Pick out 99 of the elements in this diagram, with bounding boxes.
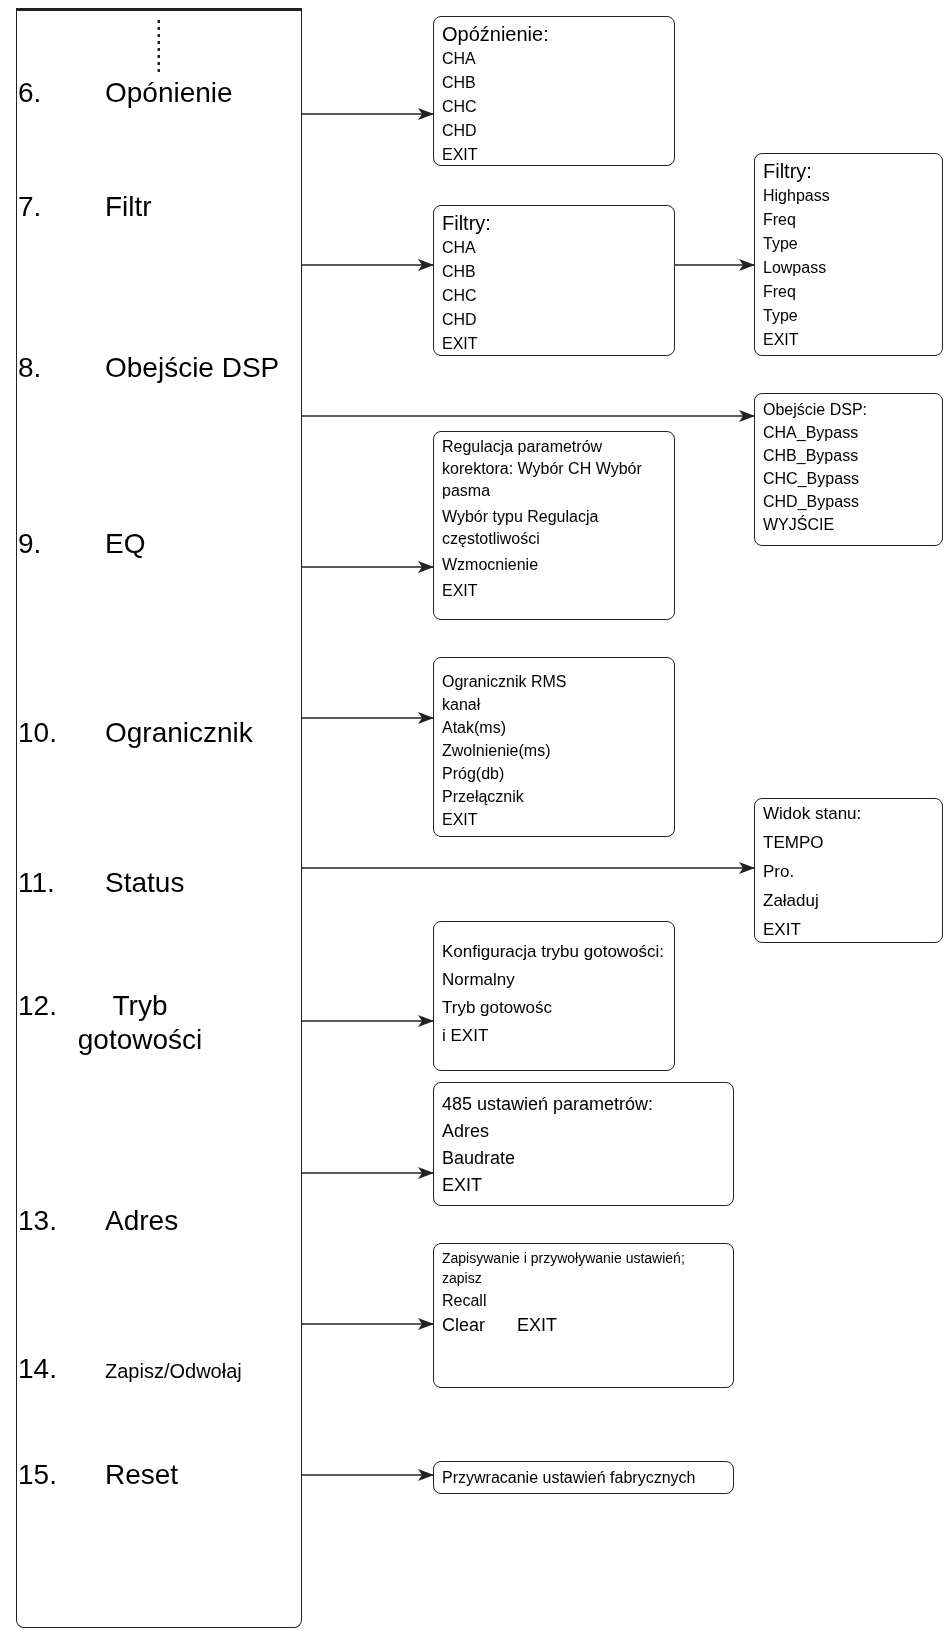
menu-title: 485 ustawień parametrów:	[442, 1093, 655, 1116]
item-number: 13.	[18, 1204, 57, 1238]
menu-title: Widok stanu:	[763, 803, 863, 825]
menu-option: kanał	[442, 693, 666, 716]
menu-option: Atak(ms)	[442, 716, 666, 739]
menu-option: CHB	[442, 260, 666, 284]
menu-panel	[16, 8, 302, 1628]
menu-option: CHA	[442, 236, 666, 260]
menu-title: Obejście DSP:	[763, 400, 869, 420]
menu-box	[433, 431, 675, 620]
arrow	[301, 108, 434, 120]
menu-option: EXIT	[763, 328, 934, 352]
menu-option: Zwolnienie(ms)	[442, 739, 666, 762]
arrow	[301, 1318, 434, 1330]
menu-item-label: Obejście DSP	[105, 351, 280, 385]
menu-option: Clear	[442, 1313, 485, 1338]
item-number: 11.	[18, 866, 55, 900]
menu-option: EXIT	[763, 915, 934, 944]
item-number: 15.	[18, 1458, 57, 1492]
arrow	[301, 1167, 434, 1179]
arrow	[301, 712, 434, 724]
arrow	[301, 1015, 434, 1027]
menu-option: Adres	[442, 1118, 725, 1145]
menu-option: Recall	[442, 1288, 725, 1313]
menu-option: Załaduj	[763, 886, 934, 915]
menu-title: Opóźnienie:	[442, 22, 550, 47]
menu-option: Przywracanie ustawień fabrycznych	[442, 1467, 725, 1488]
arrow	[301, 1469, 434, 1481]
menu-box	[433, 1461, 734, 1494]
menu-item-label: Tryb gotowości	[76, 989, 204, 1057]
menu-title: Filtry:	[763, 159, 813, 184]
menu-option: Baudrate	[442, 1145, 725, 1172]
menu-option: EXIT	[442, 580, 666, 602]
menu-box	[433, 921, 675, 1071]
menu-box	[754, 798, 943, 943]
menu-option: CHC	[442, 284, 666, 308]
arrow	[301, 410, 755, 422]
menu-option: CHC_Bypass	[763, 467, 934, 490]
item-number: 14.	[18, 1352, 57, 1386]
menu-box	[433, 1082, 734, 1206]
menu-item-label: Ogranicznik	[105, 716, 253, 750]
menu-item-label: Reset	[105, 1458, 179, 1492]
menu-option: EXIT	[442, 1172, 725, 1199]
arrow	[301, 862, 755, 874]
menu-option: WYJŚCIE	[763, 513, 934, 536]
menu-option: CHA_Bypass	[763, 421, 934, 444]
menu-option: EXIT	[442, 332, 666, 356]
menu-option: CHD_Bypass	[763, 490, 934, 513]
menu-title: Zapisywanie i przywoływanie ustawień;	[442, 1249, 686, 1268]
menu-option: i EXIT	[442, 1022, 666, 1050]
arrow	[301, 561, 434, 573]
menu-option: EXIT	[442, 808, 666, 831]
menu-title: Filtry:	[442, 211, 492, 236]
item-number: 12.	[18, 989, 57, 1023]
menu-title: Ogranicznik RMS	[442, 672, 568, 692]
menu-option: CHB_Bypass	[763, 444, 934, 467]
menu-option: CHD	[442, 119, 666, 143]
menu-box	[433, 657, 675, 837]
menu-option: Freq	[763, 280, 934, 304]
menu-option: Normalny	[442, 966, 666, 994]
menu-option: Type	[763, 232, 934, 256]
menu-box	[433, 16, 675, 166]
menu-box	[754, 153, 943, 356]
menu-option: Próg(db)	[442, 762, 666, 785]
menu-option: Przełącznik	[442, 785, 666, 808]
menu-option: TEMPO	[763, 828, 934, 857]
menu-box	[433, 1243, 734, 1388]
menu-option: Wzmocnienie	[442, 554, 666, 576]
menu-option: CHA	[442, 47, 666, 71]
menu-option: CHD	[442, 308, 666, 332]
menu-box	[754, 393, 943, 546]
menu-option: EXIT	[442, 143, 666, 167]
item-number: 8.	[18, 351, 42, 385]
menu-option: Wybór typu Regulacja częstotliwości	[442, 506, 666, 550]
menu-item-label: Opónienie	[105, 76, 233, 110]
menu-option: CHC	[442, 95, 666, 119]
menu-item-label: EQ	[105, 527, 146, 561]
menu-box	[433, 205, 675, 356]
menu-item-label: Zapisz/Odwołaj	[105, 1359, 242, 1384]
item-number: 9.	[18, 527, 42, 561]
menu-option: Lowpass	[763, 256, 934, 280]
menu-option: Pro.	[763, 857, 934, 886]
menu-title: Regulacja parametrów korektora: Wybór CH Wybór pasma	[442, 437, 643, 501]
item-number: 7.	[18, 190, 42, 224]
menu-item-label: Status	[105, 866, 185, 900]
arrow	[301, 259, 434, 271]
item-number: 10.	[18, 716, 57, 750]
menu-option: Freq	[763, 208, 934, 232]
menu-option: zapisz	[442, 1268, 725, 1288]
menu-option: CHB	[442, 71, 666, 95]
menu-option: Tryb gotowośc	[442, 994, 666, 1022]
menu-item-label: Filtr	[105, 190, 152, 224]
item-number: 6.	[18, 76, 42, 110]
arrow	[674, 259, 755, 271]
menu-option: Highpass	[763, 184, 934, 208]
menu-item-label: Adres	[105, 1204, 179, 1238]
menu-option: EXIT	[517, 1313, 558, 1338]
menu-option: Type	[763, 304, 934, 328]
menu-title: Konfiguracja trybu gotowości:	[442, 941, 666, 963]
